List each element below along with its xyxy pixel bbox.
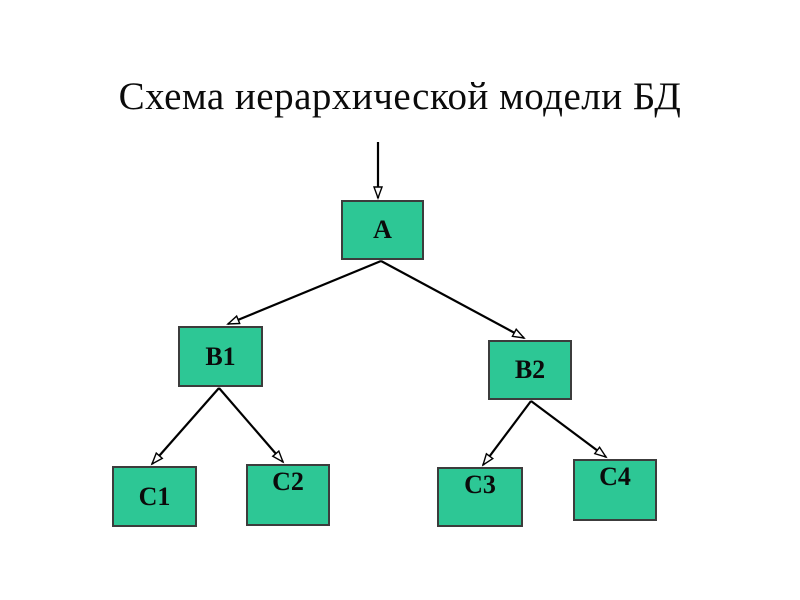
- edge-b1-to-c2: [218, 387, 285, 464]
- node-c1-label: C1: [138, 481, 171, 511]
- edge-b1-to-c1: [150, 387, 220, 466]
- node-c2: C2: [246, 464, 330, 526]
- node-a: A: [341, 200, 424, 260]
- node-a-label: A: [373, 215, 392, 244]
- edge-b2-to-c3: [481, 400, 532, 467]
- node-c1: C1: [112, 466, 197, 527]
- node-c2-label: C2: [272, 467, 304, 496]
- node-b2: B2: [488, 340, 572, 400]
- node-c4: C4: [573, 459, 657, 521]
- node-b2-label: B2: [514, 355, 546, 384]
- node-c3: C3: [437, 467, 523, 527]
- edge-b2-to-c4: [530, 400, 608, 459]
- page-title: Схема иерархической модели БД: [118, 75, 682, 118]
- node-b1-label: B1: [205, 341, 236, 371]
- edge-a-to-b1: [226, 259, 382, 326]
- node-b1: B1: [178, 326, 263, 387]
- node-c4-label: C4: [599, 462, 631, 491]
- node-c3-label: C3: [464, 470, 496, 499]
- edge-a-to-b2: [380, 260, 526, 339]
